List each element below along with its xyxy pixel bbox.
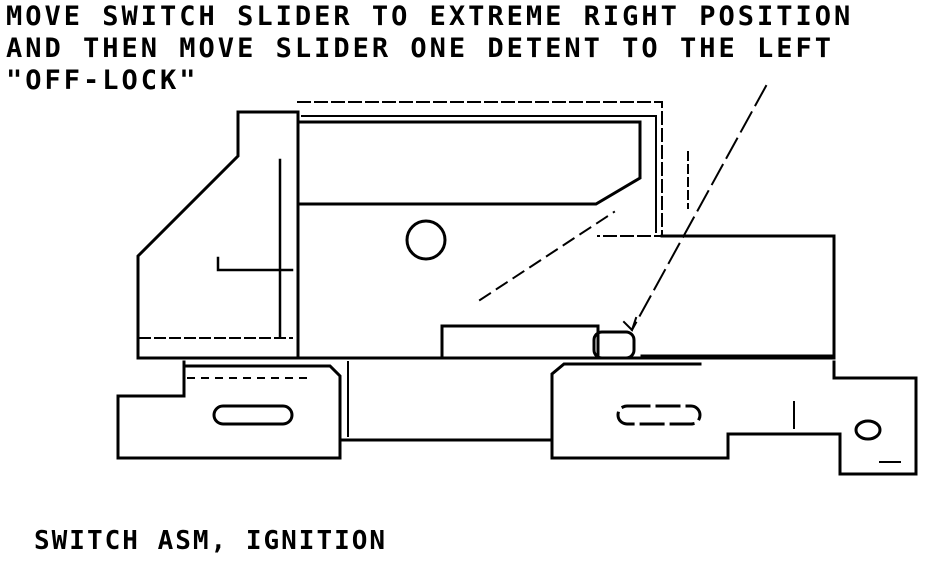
- switch-slider-inner: [301, 115, 657, 233]
- instruction-line-3: "OFF-LOCK": [6, 65, 199, 96]
- leader-arrow-tip: [622, 316, 638, 332]
- instruction-line-2: AND THEN MOVE SLIDER ONE DETENT TO THE L…: [6, 33, 834, 64]
- pivot-hole: [405, 219, 447, 261]
- plate-left-raised: [184, 364, 342, 442]
- detent-nub: [592, 330, 636, 360]
- leader-line-guide: [478, 210, 616, 302]
- switch-body-ledge: [216, 256, 294, 272]
- switch-slider: [296, 120, 642, 206]
- plate-right-raised: [550, 362, 702, 442]
- mounting-slot-right: [616, 404, 702, 426]
- slider-housing-hidden-outline: [297, 101, 663, 237]
- figure-caption: SWITCH ASM, IGNITION: [34, 526, 388, 556]
- mounting-plate-outline: [116, 360, 918, 476]
- switch-body-outline: [136, 110, 300, 360]
- mounting-slot-left: [212, 404, 294, 426]
- detent-base: [440, 324, 600, 358]
- instruction-line-1: MOVE SWITCH SLIDER TO EXTREME RIGHT POSI…: [6, 1, 854, 32]
- switch-body-right: [640, 234, 836, 358]
- mounting-hole-small: [854, 419, 882, 441]
- leader-line-to-detent: [630, 84, 768, 332]
